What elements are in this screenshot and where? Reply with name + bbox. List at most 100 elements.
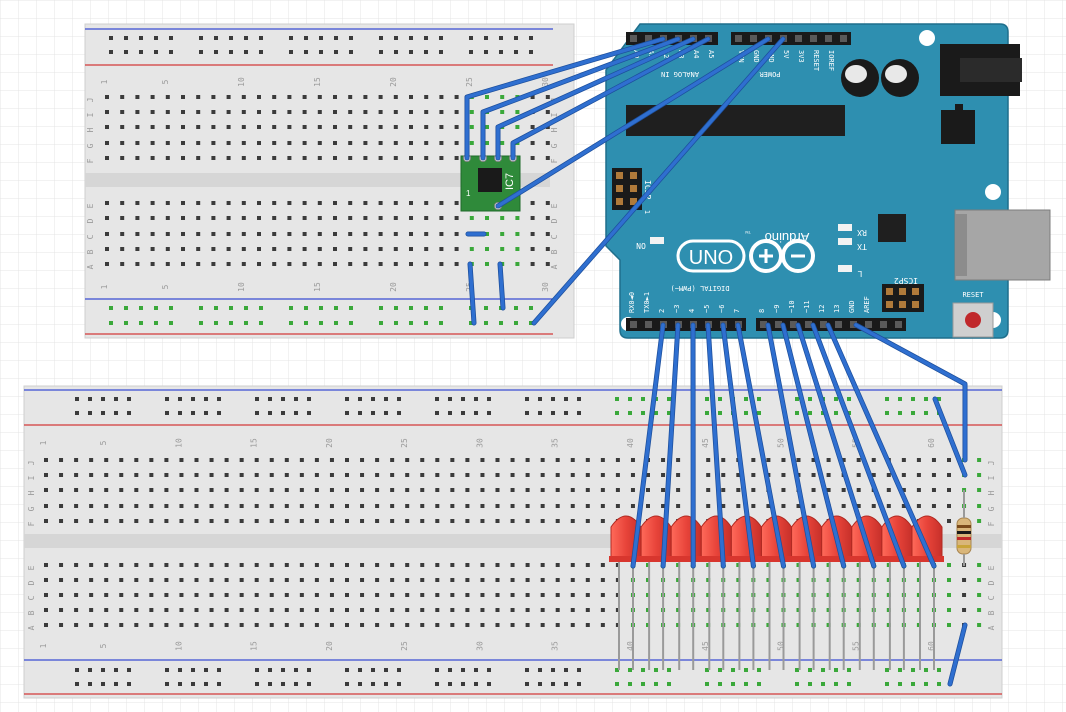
breadboard-hole[interactable] (88, 397, 92, 401)
breadboard-hole[interactable] (44, 519, 48, 523)
breadboard-hole[interactable] (294, 397, 298, 401)
connected-hole[interactable] (154, 321, 158, 325)
connected-hole[interactable] (289, 321, 293, 325)
connected-hole[interactable] (667, 397, 671, 401)
connected-hole[interactable] (924, 397, 928, 401)
breadboard-hole[interactable] (287, 95, 292, 99)
breadboard-hole[interactable] (600, 458, 605, 462)
breadboard-hole[interactable] (226, 156, 231, 160)
connected-hole[interactable] (109, 306, 113, 310)
breadboard-hole[interactable] (44, 563, 48, 567)
breadboard-hole[interactable] (165, 411, 169, 415)
breadboard-hole[interactable] (269, 458, 274, 462)
breadboard-hole[interactable] (150, 141, 155, 145)
connected-hole[interactable] (439, 321, 443, 325)
breadboard-hole[interactable] (751, 473, 756, 477)
breadboard-hole[interactable] (600, 519, 605, 523)
breadboard-hole[interactable] (194, 458, 199, 462)
connected-hole[interactable] (379, 321, 383, 325)
breadboard-hole[interactable] (44, 488, 48, 492)
breadboard-hole[interactable] (585, 563, 590, 567)
connected-hole[interactable] (916, 593, 921, 597)
breadboard-hole[interactable] (525, 458, 530, 462)
breadboard-hole[interactable] (405, 519, 410, 523)
connected-hole[interactable] (706, 593, 711, 597)
breadboard-hole[interactable] (89, 563, 94, 567)
breadboard-hole[interactable] (390, 563, 395, 567)
breadboard-hole[interactable] (269, 488, 274, 492)
breadboard-hole[interactable] (751, 488, 756, 492)
breadboard-hole[interactable] (448, 668, 452, 672)
connected-hole[interactable] (947, 608, 951, 612)
connected-hole[interactable] (821, 682, 825, 686)
breadboard-hole[interactable] (916, 488, 921, 492)
breadboard-hole[interactable] (454, 247, 459, 251)
connected-hole[interactable] (911, 411, 915, 415)
connected-hole[interactable] (796, 593, 801, 597)
breadboard-hole[interactable] (211, 262, 216, 266)
breadboard-hole[interactable] (390, 458, 395, 462)
connected-hole[interactable] (515, 262, 520, 266)
breadboard-hole[interactable] (329, 519, 334, 523)
breadboard-hole[interactable] (209, 519, 214, 523)
breadboard-hole[interactable] (676, 458, 681, 462)
breadboard-hole[interactable] (226, 95, 231, 99)
connected-hole[interactable] (911, 682, 915, 686)
breadboard-hole[interactable] (947, 519, 951, 523)
breadboard-hole[interactable] (585, 458, 590, 462)
breadboard-hole[interactable] (393, 156, 398, 160)
breadboard-hole[interactable] (570, 504, 575, 508)
breadboard-hole[interactable] (345, 397, 349, 401)
breadboard-hole[interactable] (257, 232, 261, 236)
breadboard-hole[interactable] (120, 125, 125, 129)
breadboard-hole[interactable] (150, 201, 155, 205)
breadboard-hole[interactable] (435, 593, 440, 597)
connected-hole[interactable] (847, 397, 851, 401)
connected-hole[interactable] (718, 411, 722, 415)
breadboard-hole[interactable] (226, 247, 231, 251)
breadboard-hole[interactable] (105, 247, 109, 251)
breadboard-hole[interactable] (89, 488, 94, 492)
breadboard-hole[interactable] (424, 232, 429, 236)
breadboard-hole[interactable] (661, 504, 666, 508)
header-socket[interactable] (840, 35, 847, 42)
breadboard-hole[interactable] (646, 488, 650, 492)
connected-hole[interactable] (469, 125, 474, 129)
breadboard-hole[interactable] (487, 397, 491, 401)
breadboard-hole[interactable] (450, 519, 455, 523)
breadboard-hole[interactable] (204, 397, 208, 401)
breadboard-hole[interactable] (150, 247, 155, 251)
breadboard-hole[interactable] (378, 110, 383, 114)
breadboard-hole[interactable] (272, 262, 277, 266)
connected-hole[interactable] (289, 306, 293, 310)
breadboard-hole[interactable] (721, 473, 726, 477)
breadboard-hole[interactable] (281, 397, 285, 401)
breadboard-hole[interactable] (224, 473, 229, 477)
connected-hole[interactable] (124, 321, 128, 325)
breadboard-hole[interactable] (272, 95, 277, 99)
breadboard-hole[interactable] (600, 504, 605, 508)
breadboard-hole[interactable] (378, 156, 383, 160)
header-socket[interactable] (760, 321, 767, 328)
breadboard-hole[interactable] (405, 608, 410, 612)
breadboard-hole[interactable] (585, 623, 590, 627)
connected-hole[interactable] (916, 623, 921, 627)
breadboard-hole[interactable] (284, 504, 289, 508)
breadboard-hole[interactable] (254, 473, 259, 477)
breadboard-hole[interactable] (555, 593, 560, 597)
connected-hole[interactable] (947, 578, 951, 582)
breadboard-hole[interactable] (393, 141, 398, 145)
wire[interactable] (496, 37, 695, 160)
breadboard-hole[interactable] (164, 608, 169, 612)
connected-hole[interactable] (499, 321, 503, 325)
breadboard-hole[interactable] (947, 504, 951, 508)
breadboard-hole[interactable] (239, 563, 244, 567)
breadboard-hole[interactable] (525, 488, 530, 492)
breadboard-hole[interactable] (105, 216, 109, 220)
breadboard-hole[interactable] (405, 623, 410, 627)
connected-hole[interactable] (736, 578, 741, 582)
breadboard-hole[interactable] (487, 668, 491, 672)
connected-hole[interactable] (646, 623, 650, 627)
breadboard-hole[interactable] (424, 95, 429, 99)
breadboard-hole[interactable] (179, 608, 184, 612)
